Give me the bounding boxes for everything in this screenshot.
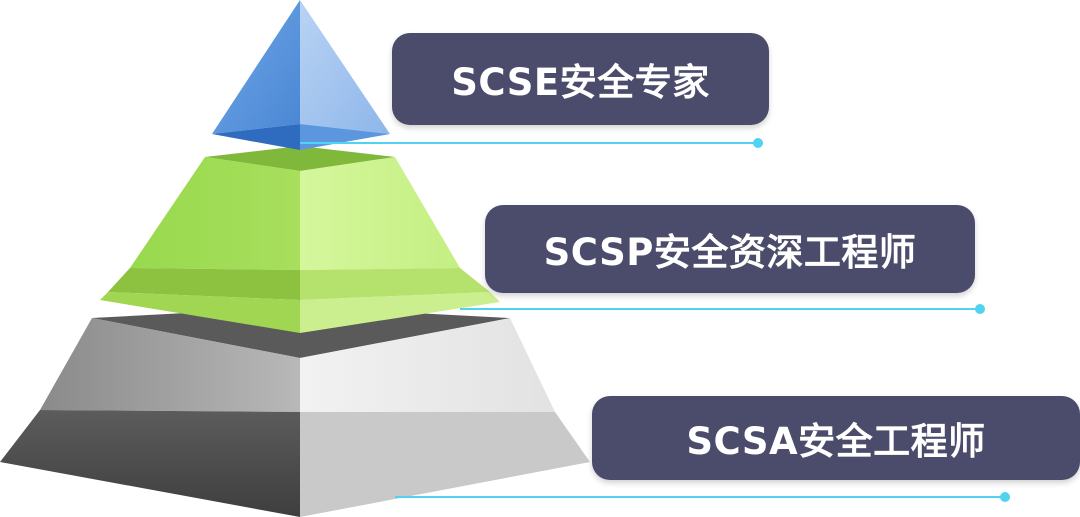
level-label-middle: SCSP安全资深工程师: [485, 205, 975, 293]
pyramid-tier-middle: [100, 146, 500, 333]
connector-bottom: [395, 492, 1010, 502]
connector-top: [300, 138, 763, 148]
level-label-top: SCSE安全专家: [392, 33, 769, 125]
connector-middle: [460, 304, 985, 314]
pyramid-tier-top: [212, 0, 390, 150]
pyramid-tier-bottom: [0, 307, 590, 517]
level-label-bottom: SCSA安全工程师: [592, 396, 1080, 480]
